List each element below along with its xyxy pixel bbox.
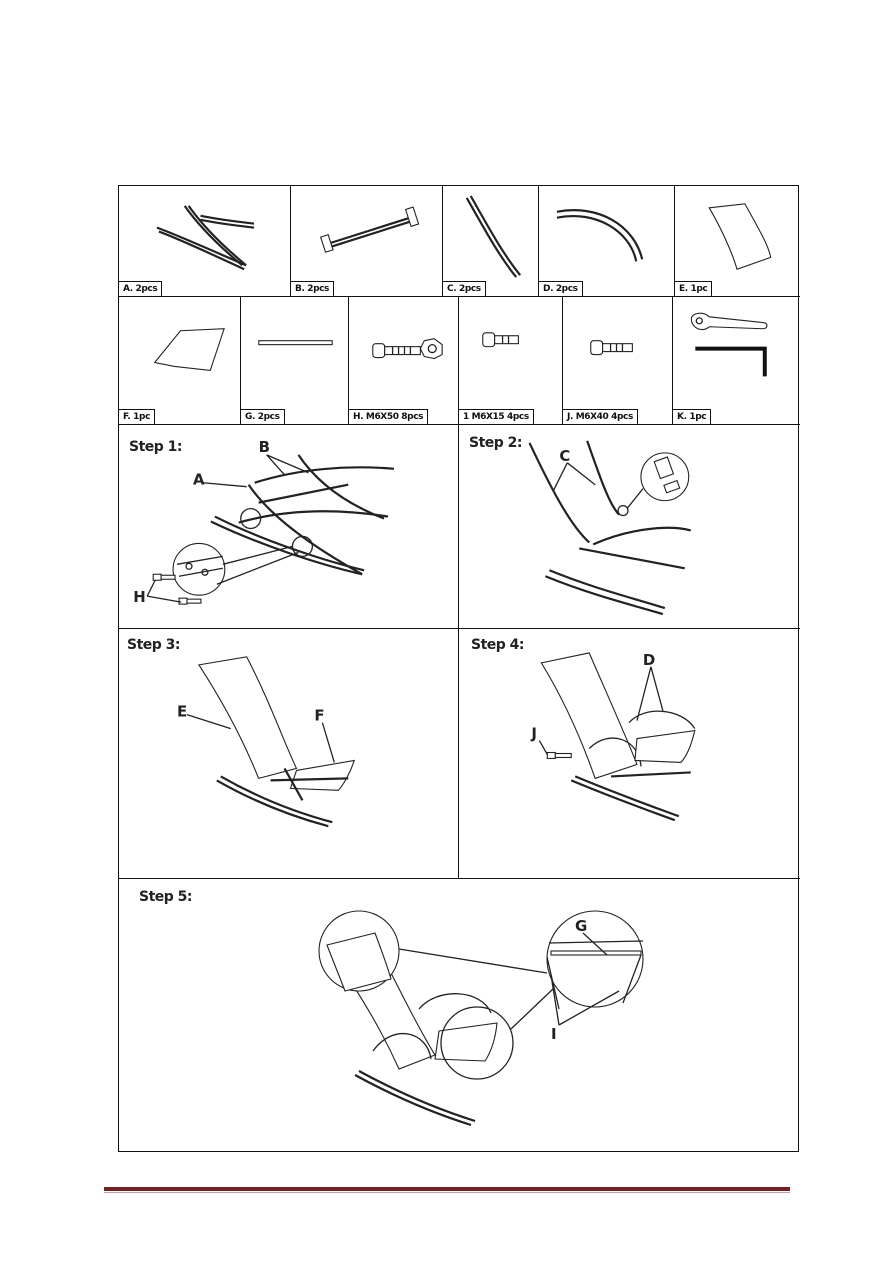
part-label-e: E. 1pc: [675, 281, 713, 296]
step-2-title: Step 2:: [469, 435, 523, 451]
part-cell-k: K. 1pc: [673, 297, 800, 425]
footer-rule-shadow: [104, 1192, 790, 1193]
step-5-panel: Step 5: G I: [119, 879, 800, 1153]
part-d-drawing: [556, 209, 644, 262]
part-label-c: C. 2pcs: [443, 281, 486, 296]
step-4-panel: Step 4: D J: [459, 629, 800, 879]
step-1-drawing: A B H: [133, 438, 395, 606]
part-label-a: A. 2pcs: [119, 281, 163, 296]
part-g-drawing: [258, 340, 333, 346]
part-cell-e: E. 1pc: [675, 186, 800, 297]
step-5-title: Step 5:: [139, 889, 193, 905]
step-3-drawing: E F: [177, 656, 356, 828]
part-cell-a: A. 2pcs: [119, 186, 291, 297]
part-c-drawing: [465, 195, 522, 278]
part-e-drawing: [708, 203, 772, 270]
part-label-k: K. 1pc: [673, 409, 712, 424]
step-5-callout-g: G: [575, 917, 587, 935]
part-label-j: J. M6X40 4pcs: [563, 409, 638, 424]
step-5-drawing: G I: [318, 910, 644, 1127]
step-4-callout-d: D: [643, 651, 655, 669]
part-cell-j: J. M6X40 4pcs: [563, 297, 673, 425]
step-3-panel: Step 3: E F: [119, 629, 459, 879]
part-b-drawing: [319, 206, 420, 253]
step-2-panel: Step 2: C: [459, 425, 800, 629]
part-label-i: 1 M6X15 4pcs: [459, 409, 534, 424]
step-3-callout-e: E: [177, 703, 187, 721]
part-cell-h: H. M6X50 8pcs: [349, 297, 459, 425]
step-1-title: Step 1:: [129, 439, 183, 455]
part-label-d: D. 2pcs: [539, 281, 583, 296]
step-2-drawing: C: [528, 440, 691, 616]
part-f-drawing: [153, 328, 225, 372]
part-cell-g: G. 2pcs: [241, 297, 349, 425]
step-1-callout-a: A: [193, 471, 205, 489]
part-label-f: F. 1pc: [119, 409, 156, 424]
step-2-callout-c: C: [559, 447, 570, 465]
step-5-callout-i: I: [551, 1025, 557, 1043]
step-3-callout-f: F: [314, 707, 324, 725]
assembly-frame: A. 2pcs B. 2pcs C. 2pcs D. 2pcs E. 1pc: [118, 185, 800, 1153]
part-a-drawing: [156, 205, 255, 271]
part-j-drawing: [590, 340, 633, 356]
part-label-g: G. 2pcs: [241, 409, 285, 424]
step-1-callout-h: H: [133, 588, 145, 606]
step-4-drawing: D J: [530, 651, 696, 822]
part-h-drawing: [372, 338, 443, 360]
part-cell-b: B. 2pcs: [291, 186, 443, 297]
step-4-callout-j: J: [530, 725, 537, 743]
step-3-title: Step 3:: [127, 637, 181, 653]
part-label-h: H. M6X50 8pcs: [349, 409, 429, 424]
part-cell-f: F. 1pc: [119, 297, 241, 425]
part-cell-c: C. 2pcs: [443, 186, 539, 297]
part-i-drawing: [482, 332, 519, 348]
part-cell-d: D. 2pcs: [539, 186, 675, 297]
footer-rule: [104, 1187, 790, 1191]
step-1-panel: Step 1: A B H: [119, 425, 459, 629]
step-4-title: Step 4:: [471, 637, 525, 653]
part-cell-i: 1 M6X15 4pcs: [459, 297, 563, 425]
part-k-drawing: [690, 312, 768, 377]
part-label-b: B. 2pcs: [291, 281, 335, 296]
step-1-callout-b: B: [259, 438, 270, 456]
